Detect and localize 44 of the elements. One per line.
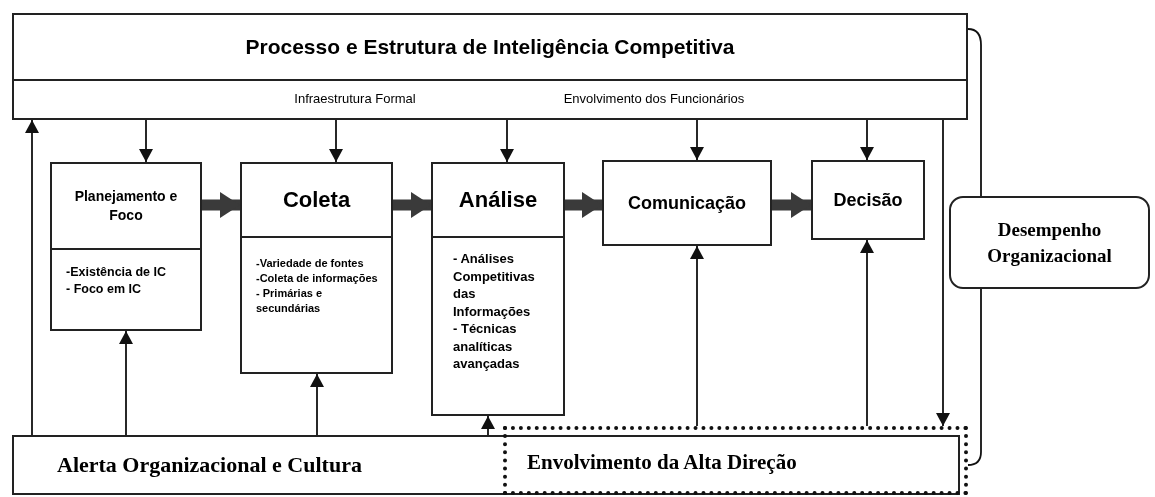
arrow [936,119,950,427]
band-label: Infraestrutura Formal [294,91,416,106]
arrow [860,239,874,427]
box-title: Processo e Estrutura de Inteligência Competitiva [245,33,735,60]
arrow [25,119,39,436]
arrow [119,330,133,436]
box-title: Decisão [833,188,903,212]
process-box [50,162,202,331]
list-item: - Primárias e secundárias [256,285,324,316]
list-item: - Foco em IC [66,280,141,298]
box-title: Envolvimento da Alta Direção [527,449,797,477]
list-item: - Análises Competitivas das Informações [453,250,536,321]
list-item: - Técnicas analíticas avançadas [453,320,521,373]
arrow [690,245,704,427]
block-arrow [393,192,431,218]
arrow [139,119,153,163]
block-arrow [772,192,811,218]
list-item: -Existência de IC [66,264,167,281]
process-box [431,162,565,416]
connector-line [967,28,982,197]
arrow [481,415,495,436]
dotted-box [503,426,968,495]
process-box [811,160,925,240]
band-label: Envolvimento dos Funcionários [563,91,745,106]
list-item: -Coleta de informações [256,270,378,286]
rounded-box [949,196,1150,289]
box-title: Coleta [282,186,351,215]
list-item: -Variedade de fontes [256,256,364,271]
process-box [240,162,393,374]
box-title: Planejamento e Foco [73,187,179,225]
header-box [12,13,968,120]
block-arrow [565,192,602,218]
box-title: Comunicação [628,191,746,215]
arrow [690,119,704,161]
arrow [860,119,874,161]
arrow [500,119,514,163]
base-box [12,435,960,495]
box-title: Análise [458,186,538,215]
process-box [602,160,772,246]
block-arrow [202,192,240,218]
arrow [329,119,343,163]
box-title: Alerta Organizacional e Cultura [57,451,362,480]
arrow [310,373,324,436]
box-title: Desempenho Organizacional [986,217,1113,268]
